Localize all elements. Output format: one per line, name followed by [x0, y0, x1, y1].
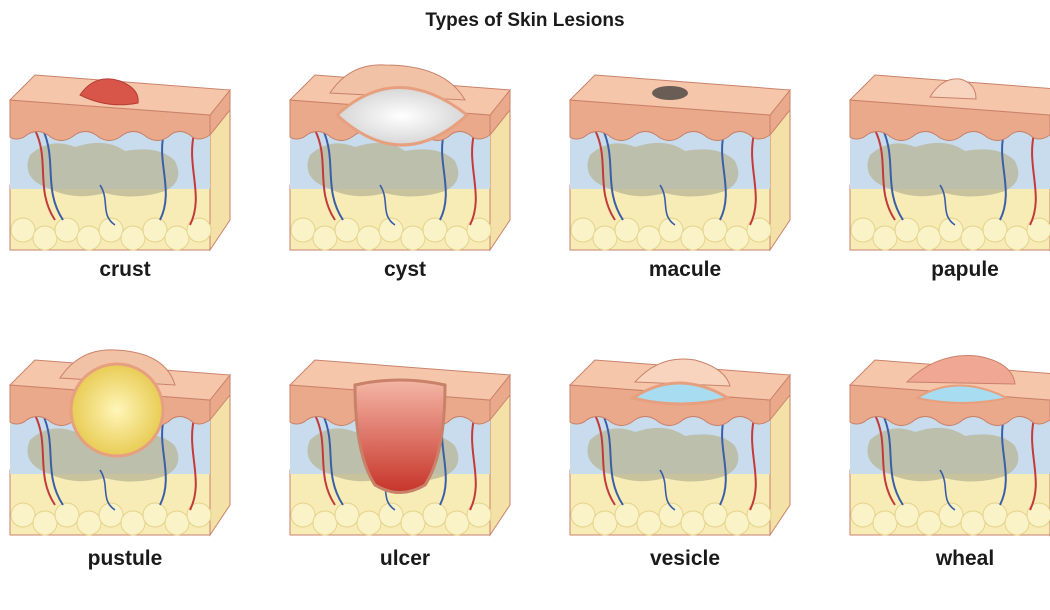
lesion-panel-pustule: pustule: [5, 340, 245, 610]
lesion-panel-cyst: cyst: [285, 55, 525, 325]
figure-title: Types of Skin Lesions: [0, 10, 1050, 32]
lesion-label-pustule: pustule: [5, 547, 245, 571]
skin-block-illustration-crust: [5, 55, 235, 255]
lesion-panel-papule: papule: [845, 55, 1050, 325]
lesion-label-papule: papule: [845, 258, 1050, 282]
lesion-panel-ulcer: ulcer: [285, 340, 525, 610]
lesion-panel-macule: macule: [565, 55, 805, 325]
skin-block-illustration-macule: [565, 55, 795, 255]
skin-block-illustration-cyst: [285, 55, 515, 255]
lesion-label-crust: crust: [5, 258, 245, 282]
lesion-label-macule: macule: [565, 258, 805, 282]
skin-block-illustration-vesicle: [565, 340, 795, 540]
lesion-label-vesicle: vesicle: [565, 547, 805, 571]
lesion-label-cyst: cyst: [285, 258, 525, 282]
lesion-label-ulcer: ulcer: [285, 547, 525, 571]
skin-block-illustration-wheal: [845, 340, 1050, 540]
lesion-label-wheal: wheal: [845, 547, 1050, 571]
lesion-panel-wheal: wheal: [845, 340, 1050, 610]
lesion-panel-crust: crust: [5, 55, 245, 325]
skin-block-illustration-papule: [845, 55, 1050, 255]
skin-block-illustration-ulcer: [285, 340, 515, 540]
lesion-panel-vesicle: vesicle: [565, 340, 805, 610]
skin-block-illustration-pustule: [5, 340, 235, 540]
